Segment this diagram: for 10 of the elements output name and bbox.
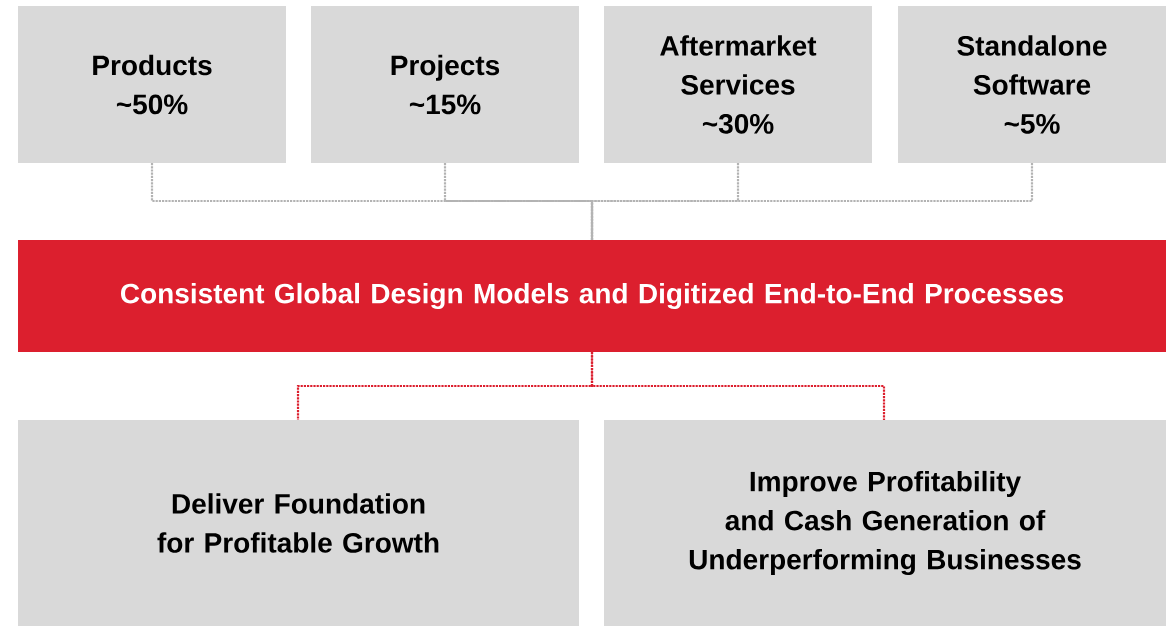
goal-box: Improve Profitability and Cash Generation of Underperforming Businesses bbox=[604, 420, 1166, 626]
connector-line bbox=[590, 163, 1034, 240]
goal-box: Deliver Foundation for Profitable Growth bbox=[18, 420, 579, 626]
category-box: Products ~50% bbox=[18, 6, 286, 163]
connector-line bbox=[443, 163, 594, 240]
category-box: Standalone Software ~5% bbox=[898, 6, 1166, 163]
category-box: Aftermarket Services ~30% bbox=[604, 6, 872, 163]
connector-line bbox=[590, 352, 886, 420]
category-box: Projects ~15% bbox=[311, 6, 579, 163]
banner-box: Consistent Global Design Models and Digitized End-to-End Processes bbox=[18, 240, 1166, 352]
